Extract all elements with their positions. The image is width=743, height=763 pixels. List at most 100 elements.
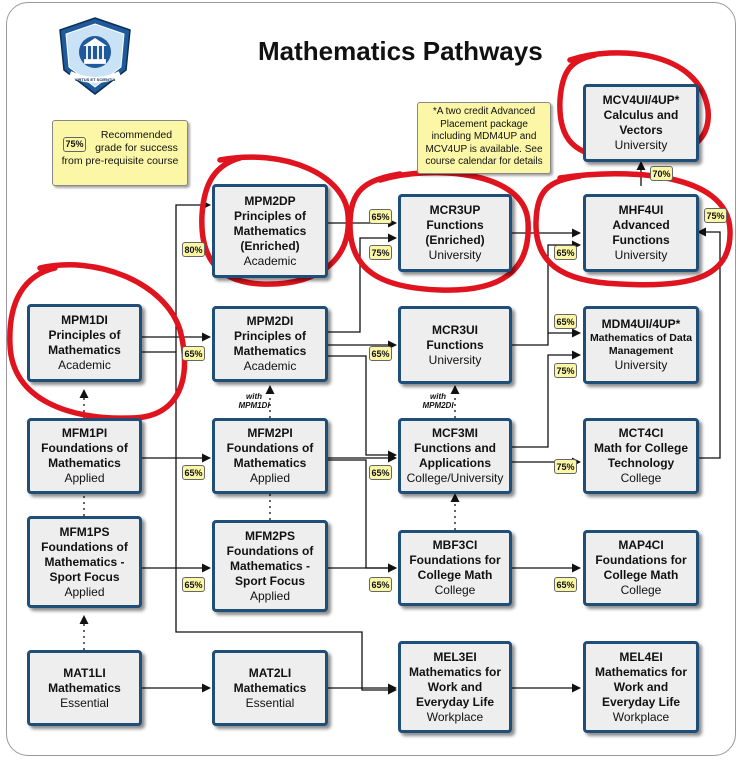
grade-badge: 75% (704, 208, 727, 223)
course-title: Foundations of Mathematics (41, 441, 128, 470)
with-label: with MPM1DI (238, 392, 270, 410)
course-level: Workplace (426, 709, 484, 724)
page-title: Mathematics Pathways (258, 36, 543, 66)
course-mbf3ci[interactable]: MBF3CI Foundations for College Math Coll… (398, 530, 512, 606)
school-crest-icon: VIRTUS ET SCIENTIA (59, 17, 131, 95)
course-code: MAT2LI (248, 665, 292, 680)
course-mfm2pi[interactable]: MFM2PI Foundations of Mathematics Applie… (212, 418, 328, 494)
course-title: Calculus and Vectors (603, 108, 679, 137)
course-mpm2dp[interactable]: MPM2DP Principles of Mathematics (Enrich… (212, 184, 328, 278)
course-code: MDM4UI/4UP* (601, 317, 681, 331)
arrow-mpm1di-mpm2dp-down (140, 351, 397, 695)
arrow-mpm2di-mcr3up (326, 233, 397, 333)
course-title: Advanced Functions (612, 218, 670, 247)
course-level: University (614, 248, 668, 262)
course-code: MFM1PI (61, 426, 108, 440)
course-level: Applied (249, 588, 291, 603)
course-code: MEL3EI (433, 649, 477, 664)
grade-badge: 75% (554, 363, 577, 378)
highlight-circle-mpm2dp (199, 154, 352, 287)
grade-badge: 65% (369, 346, 392, 361)
course-title: Mathematics (48, 680, 121, 695)
grade-badge: 70% (650, 166, 673, 181)
course-code: MHF4UI (618, 203, 664, 217)
course-level: Academic (243, 253, 297, 268)
course-mcf3mi[interactable]: MCF3MI Functions and Applications Colleg… (398, 418, 512, 494)
course-title: Foundations of Mathematics - Sport Focus (226, 543, 314, 588)
grade-badge: 65% (369, 577, 392, 592)
highlight-circle-mpm1di (7, 262, 188, 421)
course-code: MCR3UI (431, 322, 478, 337)
course-mfm2ps[interactable]: MFM2PS Foundations of Mathematics - Spor… (212, 520, 328, 612)
course-mct4ci[interactable]: MCT4CI Math for College Technology Colle… (583, 418, 699, 494)
course-level: College (620, 583, 662, 597)
course-mcr3ui[interactable]: MCR3UI Functions University (398, 306, 512, 384)
course-mhf4ui[interactable]: MHF4UI Advanced Functions University (583, 194, 699, 272)
grade-badge: 65% (554, 245, 577, 260)
course-mcv4ui[interactable]: MCV4UI/4UP* Calculus and Vectors Univers… (583, 84, 699, 162)
grade-badge: 65% (369, 209, 392, 224)
legend-note: 75% Recommended grade for success from p… (52, 120, 188, 186)
course-title: Functions (Enriched) (425, 218, 485, 247)
course-mpm1di[interactable]: MPM1DI Principles of Mathematics Academi… (27, 304, 142, 382)
grade-badge: 65% (554, 577, 577, 592)
course-code: MCF3MI (432, 426, 478, 440)
course-level: College (620, 471, 662, 485)
grade-badge: 65% (554, 314, 577, 329)
course-mat2li[interactable]: MAT2LI Mathematics Essential (212, 650, 328, 726)
grade-badge: 75% (554, 459, 577, 474)
course-level: University (428, 352, 482, 367)
course-code: MFM1PS (59, 524, 110, 539)
grade-badge: 65% (182, 577, 205, 592)
course-code: MPM2DP (244, 193, 296, 208)
grade-badge: 65% (182, 465, 205, 480)
course-code: MFM2PS (244, 528, 295, 543)
course-level: College (434, 583, 476, 597)
course-title: Math for College Technology (593, 441, 688, 470)
course-level: University (614, 138, 668, 152)
course-mcr3up[interactable]: MCR3UP Functions (Enriched) University (398, 194, 512, 272)
logo-motto: VIRTUS ET SCIENTIA (75, 77, 116, 82)
course-level: University (428, 248, 482, 262)
course-title: Principles of Mathematics (Enriched) (233, 208, 307, 253)
course-code: MCT4CI (618, 426, 664, 440)
course-level: Applied (64, 584, 105, 599)
course-code: MPM2DI (246, 314, 294, 328)
arrow-mcf3mi-mdm4ui (512, 350, 581, 448)
course-level: Applied (249, 471, 291, 485)
course-level: Essential (245, 695, 295, 710)
course-code: MBF3CI (432, 538, 478, 552)
course-code: MEL4EI (619, 649, 663, 664)
course-mel4ei[interactable]: MEL4EI Mathematics for Work and Everyday… (583, 641, 699, 733)
course-level: Academic (243, 359, 297, 373)
course-code: MCR3UP (429, 203, 481, 217)
course-title: Mathematics for Work and Everyday Life (594, 664, 688, 709)
arrow-mct4ci-mhf4ui (694, 227, 721, 459)
course-level: Workplace (612, 709, 670, 724)
highlight-circle-mhf4ui (533, 171, 733, 288)
course-code: MPM1DI (61, 313, 108, 327)
course-map4ci[interactable]: MAP4CI Foundations for College Math Coll… (583, 530, 699, 606)
course-level: College/University (406, 471, 504, 485)
course-code: MAP4CI (618, 538, 664, 552)
course-code: MCV4UI/4UP* (602, 93, 680, 107)
grade-badge: 80% (182, 242, 205, 257)
course-mfm1ps[interactable]: MFM1PS Foundations of Mathematics - Spor… (27, 516, 142, 608)
course-mel3ei[interactable]: MEL3EI Mathematics for Work and Everyday… (398, 641, 512, 733)
course-mfm1pi[interactable]: MFM1PI Foundations of Mathematics Applie… (27, 418, 142, 494)
course-code: MAT1LI (63, 665, 106, 680)
course-level: Academic (58, 358, 111, 372)
course-title: Principles of Mathematics (233, 329, 307, 358)
course-title: Foundations for College Math (409, 553, 501, 582)
arrow-mpm2di-mcf3mi (326, 355, 397, 460)
course-title: Mathematics of Data Management (589, 332, 693, 357)
ap-package-note: *A two credit Advanced Placement package… (417, 102, 551, 174)
course-code: MFM2PI (247, 426, 293, 440)
course-mdm4ui[interactable]: MDM4UI/4UP* Mathematics of Data Manageme… (583, 306, 699, 384)
highlight-circle-mcr3up (347, 169, 531, 293)
course-mat1li[interactable]: MAT1LI Mathematics Essential (27, 650, 142, 726)
course-mpm2di[interactable]: MPM2DI Principles of Mathematics Academi… (212, 306, 328, 382)
legend-badge: 75% (63, 137, 86, 152)
course-title: Foundations for College Math (595, 553, 687, 582)
